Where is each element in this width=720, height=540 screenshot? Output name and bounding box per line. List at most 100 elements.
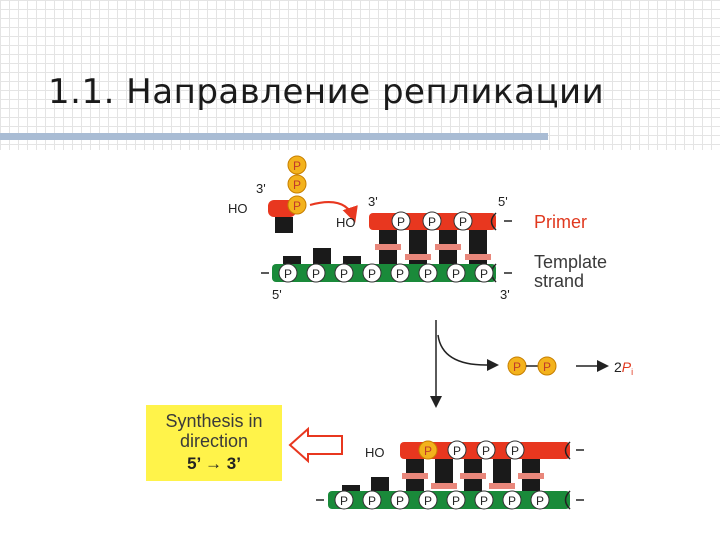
release-curve [437, 334, 499, 371]
bottom-duplex: HO P P P P P [316, 440, 584, 510]
top-primer-phosphate-3-label: P [459, 215, 467, 229]
top-duplex: HO 3' 5' P P P [261, 194, 512, 302]
primer-label: Primer [534, 212, 587, 232]
top-primer-phosphate-1-label: P [397, 215, 405, 229]
bottom-primer-base-1 [406, 459, 424, 473]
template-label-line1: Template [534, 252, 607, 272]
top-template-phosphate-4-label: P [368, 267, 376, 281]
incoming-base [275, 217, 293, 233]
top-template-base-1 [283, 256, 301, 264]
bottom-primer-phosphate-1 [418, 440, 438, 460]
bottom-primer-phosphate-1-label: P [424, 444, 432, 458]
top-primer-end-cap [490, 212, 497, 231]
bottom-primer-base-4 [493, 459, 511, 483]
bottom-template-phosphate-4-label: P [424, 494, 432, 508]
replication-diagram: 3' HO P P P HO 3' 5' P P P [76, 155, 670, 520]
top-template-phosphate-7-label: P [452, 267, 460, 281]
top-template-phosphate-5-label: P [396, 267, 404, 281]
attack-arrow [309, 201, 358, 223]
top-template-base-4 [379, 250, 397, 264]
top-primer-phosphate-3 [453, 211, 473, 231]
synthesis-line2: direction [180, 431, 248, 451]
diagram-svg: 3' HO P P P HO 3' 5' P P P [146, 155, 633, 510]
top-hbond-1 [375, 244, 401, 250]
bottom-primer-phosphate-4 [505, 440, 525, 460]
top-template-phosphate-6 [418, 263, 438, 283]
synthesis-direction-arrow [288, 426, 343, 464]
synthesis-direction-box: Synthesis in direction 5’ → 3’ [146, 405, 343, 481]
slide-grid-background [0, 0, 720, 150]
incoming-phosphate-2-label: P [293, 178, 301, 192]
bottom-primer-base-3 [464, 459, 482, 473]
title-underline [0, 133, 548, 140]
bottom-hbond-3 [460, 473, 486, 479]
top-primer-base-3 [439, 230, 457, 244]
bottom-hbond-1 [402, 473, 428, 479]
top-template-phosphate-3 [334, 263, 354, 283]
bottom-primer-phosphate-3-label: P [482, 444, 490, 458]
incoming-phosphate-2 [287, 174, 307, 194]
top-template-phosphate-8-label: P [480, 267, 488, 281]
incoming-nucleotide: 3' HO P P P [228, 155, 358, 233]
bottom-template-phosphate-2 [362, 490, 382, 510]
incoming-phosphate-3-label: P [293, 199, 301, 213]
bottom-template-phosphate-1 [334, 490, 354, 510]
bottom-primer-end-cap [564, 441, 571, 460]
bottom-hbond-5 [518, 473, 544, 479]
product-subscript: i [631, 367, 633, 377]
bottom-primer-phosphate-2-label: P [453, 444, 461, 458]
bottom-template-phosphate-7 [502, 490, 522, 510]
bottom-template-phosphate-8 [530, 490, 550, 510]
top-primer-3prime-label: 3' [368, 194, 378, 209]
incoming-ho-label: HO [228, 201, 248, 216]
synthesis-line3: 5’ → 3’ [187, 454, 241, 473]
bottom-hbond-4 [489, 483, 515, 489]
top-template-backbone [272, 264, 496, 282]
bottom-template-base-3 [406, 479, 424, 491]
top-template-base-5 [409, 260, 427, 264]
bottom-template-phosphate-7-label: P [508, 494, 516, 508]
top-template-phosphate-8 [474, 263, 494, 283]
synthesis-box-bg [146, 405, 282, 481]
bottom-template-end-cap [564, 490, 571, 510]
bottom-template-phosphate-2-label: P [368, 494, 376, 508]
released-phosphate-2 [537, 356, 557, 376]
top-template-base-3 [343, 256, 361, 264]
bottom-ho-label: HO [365, 445, 385, 460]
bottom-template-phosphate-1-label: P [340, 494, 348, 508]
bottom-primer-base-5 [522, 459, 540, 473]
bottom-template-phosphate-4 [418, 490, 438, 510]
reaction-arrow-group: P P 2Pi [430, 320, 633, 408]
top-template-phosphate-1 [278, 263, 298, 283]
slide-title: 1.1. Направление репликации [48, 72, 605, 112]
bottom-template-phosphate-5 [446, 490, 466, 510]
bottom-template-base-1 [342, 485, 360, 491]
bottom-template-phosphate-6-label: P [480, 494, 488, 508]
bottom-hbond-2 [431, 483, 457, 489]
top-template-phosphate-6-label: P [424, 267, 432, 281]
top-hbond-4 [465, 254, 491, 260]
top-template-phosphate-7 [446, 263, 466, 283]
product-symbol: P [622, 359, 632, 375]
top-template-phosphates: P P P P P P P P [278, 263, 494, 283]
top-ho-label: HO [336, 215, 356, 230]
bottom-primer-phosphate-2 [447, 440, 467, 460]
top-primer-phosphate-1 [391, 211, 411, 231]
bottom-template-phosphate-5-label: P [452, 494, 460, 508]
top-template-phosphate-3-label: P [340, 267, 348, 281]
top-template-3prime-label: 3' [500, 287, 510, 302]
bottom-template-base-2 [371, 477, 389, 491]
incoming-phosphate-3 [287, 195, 307, 215]
top-template-base-7 [469, 260, 487, 264]
bottom-primer-phosphate-3 [476, 440, 496, 460]
bottom-template-base-4 [464, 479, 482, 491]
top-primer-base-2 [409, 230, 427, 254]
incoming-phosphate-1-label: P [293, 159, 301, 173]
top-hbond-2 [405, 254, 431, 260]
product-coefficient: 2 [614, 359, 622, 375]
bottom-template-phosphate-6 [474, 490, 494, 510]
top-primer-phosphate-2 [422, 211, 442, 231]
top-template-base-6 [439, 250, 457, 264]
bottom-template-base-5 [522, 479, 540, 491]
top-primer-base-4 [469, 230, 487, 254]
